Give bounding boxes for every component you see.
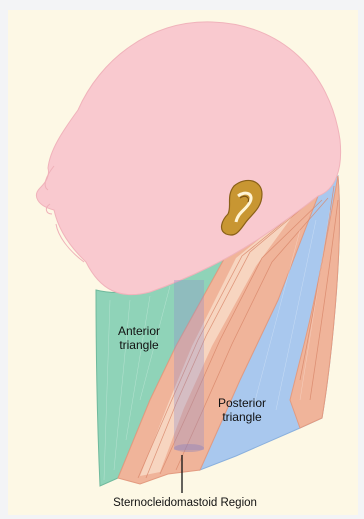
anterior-triangle-label: Anterior triangle xyxy=(104,324,174,352)
anterior-label-line1: Anterior xyxy=(104,324,174,338)
anterior-label-line2: triangle xyxy=(104,338,174,352)
sternocleidomastoid-region-label: Sternocleidomastoid Region xyxy=(60,496,310,510)
posterior-triangle-label: Posterior triangle xyxy=(202,396,282,424)
posterior-label-line1: Posterior xyxy=(202,396,282,410)
highlight-box-bottom xyxy=(174,444,204,452)
posterior-label-line2: triangle xyxy=(202,410,282,424)
sternocleidomastoid-region-highlight xyxy=(174,280,204,450)
